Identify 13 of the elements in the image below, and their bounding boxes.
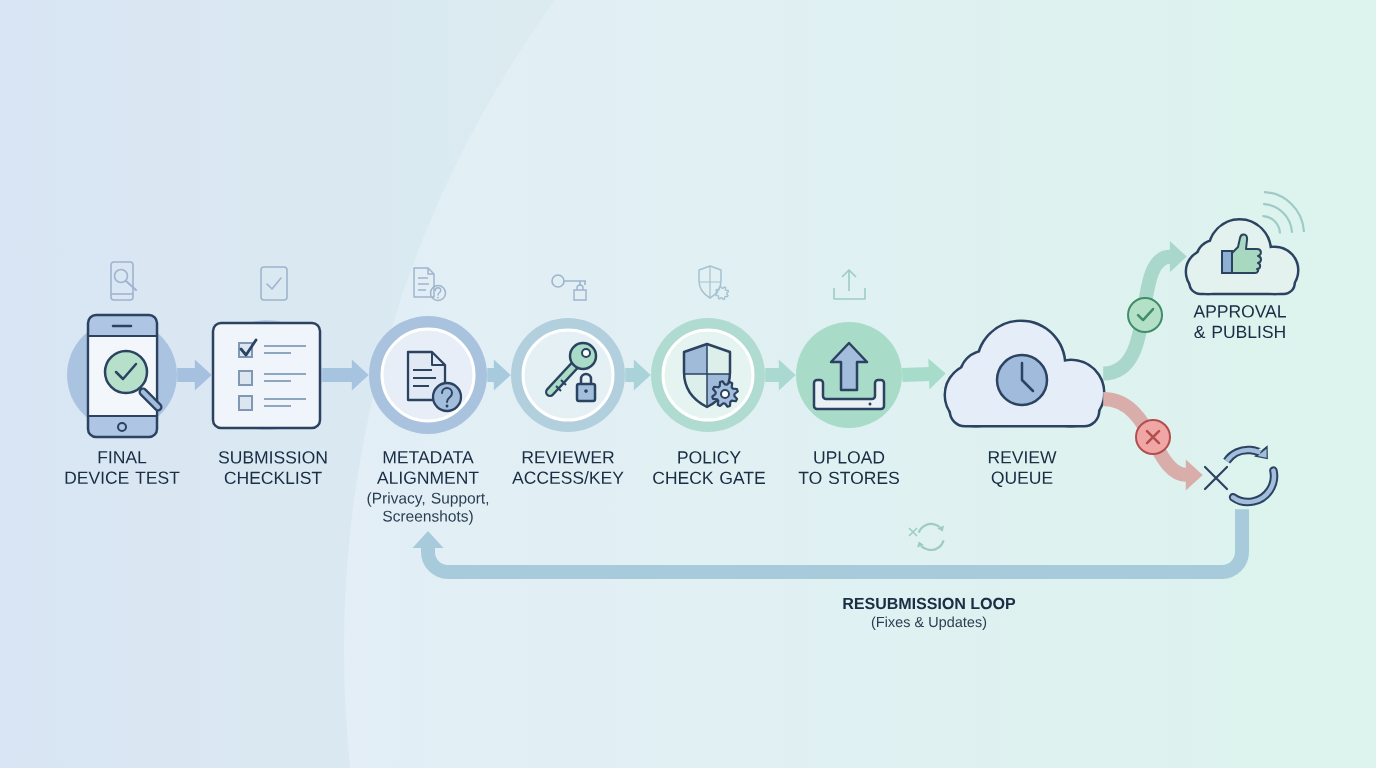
step-label: POLICY CHECK GATE (653, 451, 765, 485)
step-label: REVIEW QUEUE (988, 451, 1057, 488)
loop-note: (Fixes & Updates) (871, 616, 987, 630)
step-note: (Privacy, Support, Screenshots) (367, 492, 489, 525)
step-label: REVIEWER ACCESS/KEY (512, 451, 624, 484)
step-label: FINAL DEVICE TEST (65, 451, 180, 484)
step-label: APPROVAL & PUBLISH (1193, 305, 1286, 339)
step-label: METADATA ALIGNMENT (377, 451, 479, 484)
step-label: UPLOAD TO STORES (798, 451, 899, 485)
arrow (412, 509, 1249, 579)
retry-icon (1203, 445, 1279, 507)
step-label: SUBMISSION CHECKLIST (218, 451, 327, 485)
edge-label: RESUBMISSION LOOP (843, 597, 1016, 610)
